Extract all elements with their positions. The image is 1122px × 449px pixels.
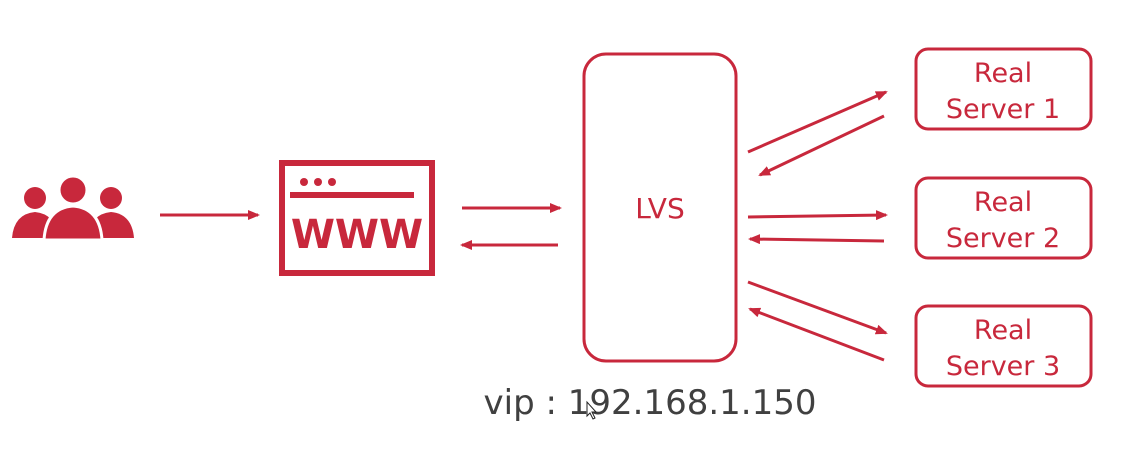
www-label: WWW bbox=[291, 212, 423, 258]
real-server-2-box: Real Server 2 bbox=[914, 176, 1093, 260]
server-2-label-line2: Server 2 bbox=[946, 223, 1060, 254]
arrow-server-2-to-lvs bbox=[748, 234, 885, 245]
arrow-lvs-to-server-3 bbox=[747, 280, 888, 335]
arrow-lvs-to-server-2 bbox=[747, 210, 888, 221]
browser-window-icon: WWW bbox=[279, 160, 435, 276]
server-1-label-line2: Server 1 bbox=[946, 94, 1060, 125]
server-1-label-line1: Real bbox=[974, 58, 1032, 89]
mouse-cursor-icon bbox=[586, 400, 598, 420]
users-group-icon bbox=[12, 174, 134, 242]
arrow-server-1-to-lvs bbox=[758, 114, 885, 177]
lvs-box bbox=[582, 52, 738, 363]
arrow-server-3-to-lvs bbox=[748, 307, 885, 362]
server-3-label-line1: Real bbox=[974, 315, 1032, 346]
server-2-label-line1: Real bbox=[974, 187, 1032, 218]
vip-label: vip : 192.168.1.150 bbox=[484, 383, 817, 423]
arrow-lvs-to-server-1 bbox=[747, 90, 888, 154]
real-server-3-box: Real Server 3 bbox=[914, 304, 1093, 388]
server-3-label-line2: Server 3 bbox=[946, 351, 1060, 382]
lvs-label: LVS bbox=[635, 192, 684, 225]
real-server-1-box: Real Server 1 bbox=[914, 47, 1093, 131]
